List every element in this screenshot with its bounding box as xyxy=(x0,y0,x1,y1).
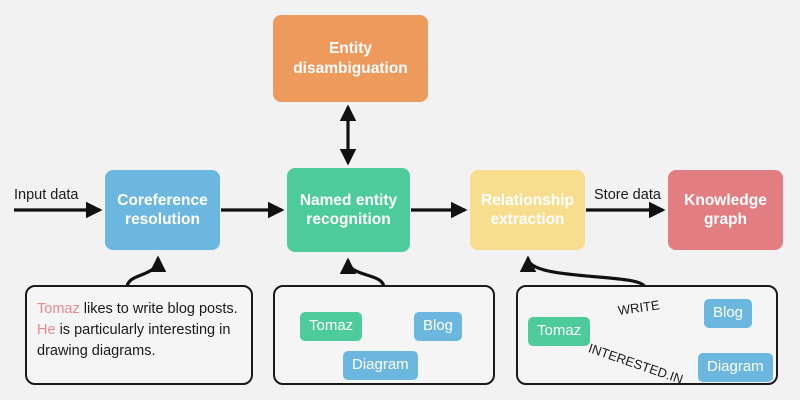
edge-coreference-example-curve xyxy=(125,255,167,289)
edge-ner-example-curve xyxy=(339,257,386,289)
graph-node-blog: Blog xyxy=(704,299,753,328)
graph-node-diagram: Diagram xyxy=(698,353,773,382)
label-input-data: Input data xyxy=(14,187,79,203)
label-store-data: Store data xyxy=(594,187,661,203)
ner-chip-diagram: Diagram xyxy=(343,351,418,380)
ner-chip-tomaz: Tomaz xyxy=(300,312,363,341)
ner-chip-blog: Blog xyxy=(414,312,463,341)
coreference-example-panel: Tomaz likes to write blog posts. He is p… xyxy=(25,285,253,385)
ner-example-panel: Tomaz Blog Diagram xyxy=(273,285,495,385)
entity-mention-he: He xyxy=(37,322,56,339)
stage-entity-disambiguation[interactable]: Entity disambiguation xyxy=(273,15,428,102)
relationship-example-panel: Tomaz Blog Diagram xyxy=(516,285,778,385)
stage-knowledge-graph[interactable]: Knowledge graph xyxy=(668,170,783,250)
entity-mention-tomaz: Tomaz xyxy=(37,301,80,317)
edge-relationship-example-curve xyxy=(519,255,647,289)
stage-named-entity-recognition[interactable]: Named entity recognition xyxy=(287,168,410,252)
coreference-sentence: Tomaz likes to write blog posts. He is p… xyxy=(37,299,241,362)
graph-node-tomaz: Tomaz xyxy=(528,317,591,346)
stage-coreference-resolution[interactable]: Coreference resolution xyxy=(105,170,220,250)
stage-relationship-extraction[interactable]: Relationship extraction xyxy=(470,170,585,250)
sentence-text-2: is particularly interesting in drawing d… xyxy=(37,322,231,360)
sentence-text-1: likes to write blog posts. xyxy=(79,301,238,317)
